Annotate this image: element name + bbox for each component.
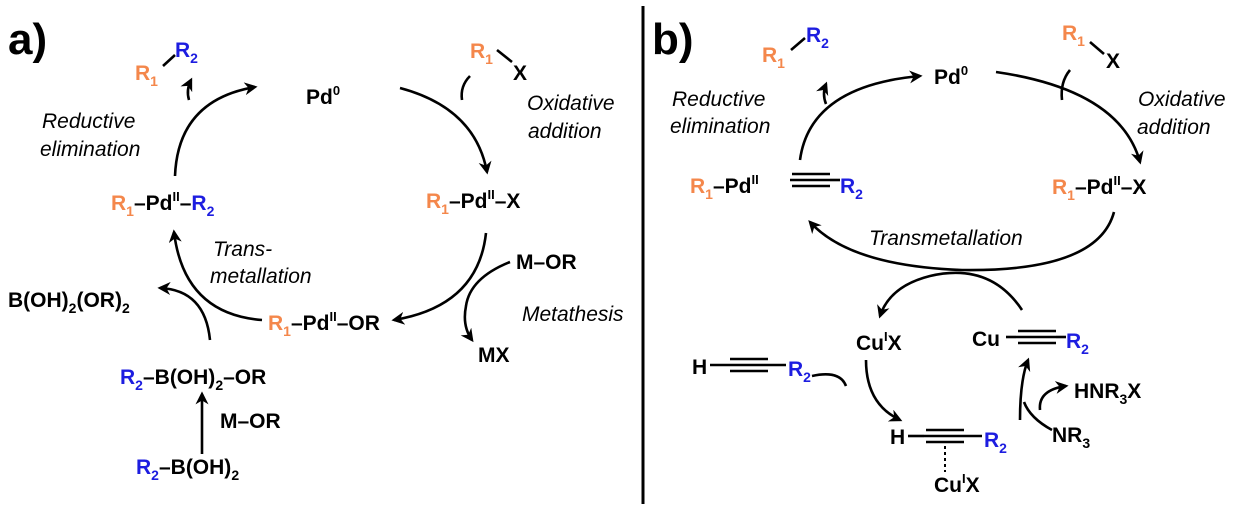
b-r1-pd-alkynyl-r2: R2 xyxy=(840,175,863,202)
b-r1r2-bond xyxy=(790,37,806,51)
b-label-reductive-elimination-line1: Reductive xyxy=(672,88,765,111)
b-terminal-alkyne-r2: R2 xyxy=(788,358,811,385)
r1-pd-r2-intermediate: R1–PdII–R2 xyxy=(111,189,215,219)
b-label-oxidative-addition-line1: Oxidative xyxy=(1138,88,1226,111)
b-pi-complex-h: H xyxy=(890,426,905,449)
r1-pd-x-intermediate: R1–PdII–X xyxy=(426,187,520,217)
b-terminal-alkyne: H xyxy=(692,356,707,379)
b-r1x-halide: X xyxy=(1106,50,1120,73)
b-pd0-label: Pd0 xyxy=(934,63,968,89)
b-arrow-pi-complex-formation xyxy=(864,359,903,422)
arrow-reductive-elimination xyxy=(173,82,258,177)
boronic-acid: R2–B(OH)2 xyxy=(136,456,239,483)
b-r1-pd-alkynyl-intermediate: R1–PdII xyxy=(690,172,759,202)
b-r1x-reagent: R1 xyxy=(1062,22,1085,49)
b-pi-complex-r2: R2 xyxy=(984,429,1007,456)
r1x-reagent: R1 xyxy=(470,40,493,67)
label-oxidative-addition-line1: Oxidative xyxy=(527,92,615,115)
r1-pd-or-intermediate: R1–PdII–OR xyxy=(268,309,380,339)
arrow-m-or-entry xyxy=(460,260,511,343)
b-label-oxidative-addition-line2: addition xyxy=(1137,116,1211,139)
label-metathesis: Metathesis xyxy=(522,303,624,326)
b-arrow-alkyne-entry xyxy=(811,373,848,387)
b-label-transmetallation: Transmetallation xyxy=(869,227,1023,250)
b-r1r2-product-r1: R1 xyxy=(762,44,785,71)
boronate-complex: R2–B(OH)2–OR xyxy=(120,366,266,393)
panel-a: a) Pd0 R1 X R1 R2 Oxidative addition Red… xyxy=(8,15,624,483)
b-arrow-oxidative-addition xyxy=(995,70,1144,165)
arrow-transmetallation xyxy=(168,229,263,322)
b-cux: CuIX xyxy=(856,329,902,355)
panel-b-letter: b) xyxy=(652,15,694,64)
b-arrow-deprotonation xyxy=(1018,357,1031,421)
r1x-halide: X xyxy=(513,62,527,85)
arrow-metathesis xyxy=(391,232,488,325)
label-oxidative-addition-line2: addition xyxy=(528,120,602,143)
label-reductive-elimination-line2: elimination xyxy=(40,138,140,161)
b-arrow-product-release xyxy=(816,81,829,105)
label-transmetallation-line2: metallation xyxy=(210,265,312,288)
arrow-oxidative-addition xyxy=(399,86,492,175)
b-hnr3x-byproduct: HNR3X xyxy=(1074,380,1141,407)
mx-byproduct: MX xyxy=(478,344,510,367)
label-transmetallation-line1: Trans- xyxy=(213,238,272,261)
b-copper-acetylide-r2: R2 xyxy=(1066,330,1089,357)
b-alkyne-bond-3 xyxy=(728,357,768,373)
b-arrow-reductive-elimination xyxy=(798,70,923,161)
arrow-boron-release xyxy=(157,281,212,341)
m-or-reagent: M–OR xyxy=(516,251,577,274)
arrow-product-release xyxy=(180,77,193,101)
b-arrow-r1x-entry xyxy=(1060,69,1072,101)
r1r2-product-r2: R2 xyxy=(175,39,198,66)
b-arrow-hnr3x-release xyxy=(1038,381,1069,411)
b-nr3-base: NR3 xyxy=(1052,424,1090,451)
r1r2-bond xyxy=(162,54,176,67)
b-r1r2-product-r2: R2 xyxy=(806,24,829,51)
b-alkyne-bond-4 xyxy=(924,428,964,444)
b-alkyne-bond-1 xyxy=(790,172,830,188)
panel-a-letter: a) xyxy=(8,15,47,64)
r1r2-product-r1: R1 xyxy=(135,62,158,89)
panel-b: b) R1 R2 Pd0 R1 X Reductive elimination … xyxy=(652,15,1226,497)
boron-byproduct: B(OH)2(OR)2 xyxy=(8,289,130,316)
b-arrow-cu-transfer xyxy=(877,271,1024,319)
b-pi-complex-cux: CuIX xyxy=(934,471,980,497)
b-label-reductive-elimination-line2: elimination xyxy=(670,115,770,138)
r1x-bond xyxy=(496,48,513,64)
b-r1x-bond xyxy=(1089,41,1105,55)
b-arrow-nr3-entry xyxy=(1022,401,1053,432)
m-or-activator: M–OR xyxy=(220,410,281,433)
label-reductive-elimination-line1: Reductive xyxy=(42,110,135,133)
pd0-label: Pd0 xyxy=(306,83,340,109)
b-r1-pd-x-intermediate: R1–PdII–X xyxy=(1052,173,1146,203)
b-arrow-transmetallation xyxy=(808,211,1116,272)
b-alkyne-bond-2 xyxy=(1016,329,1056,345)
b-copper-acetylide: Cu xyxy=(972,328,1000,351)
arrow-r1x-entry xyxy=(460,75,471,101)
